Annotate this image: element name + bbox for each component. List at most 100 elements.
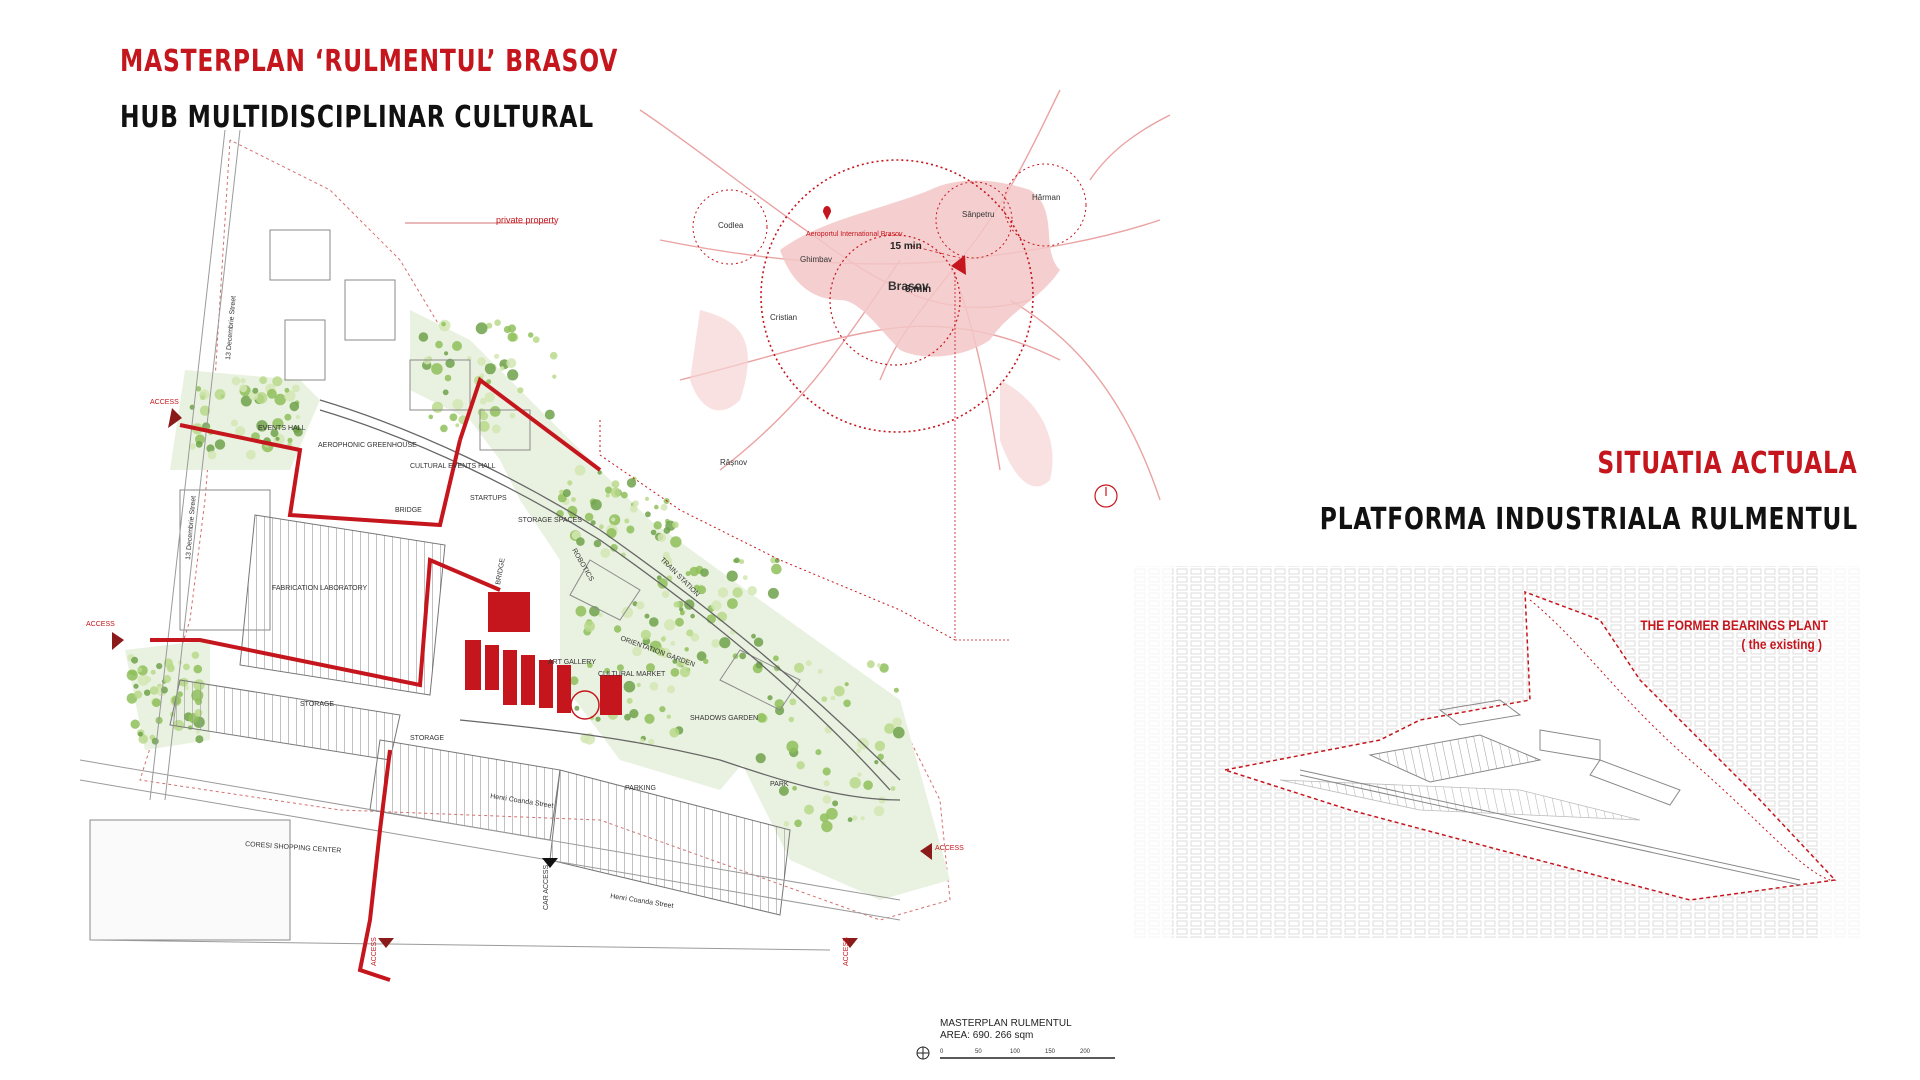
tree-dot (272, 418, 284, 430)
tree-dot (235, 426, 246, 437)
tree-dot (681, 657, 691, 667)
access-label-s1: ACCESS (371, 937, 378, 966)
access-label-e: ACCESS (935, 845, 964, 852)
street-label-decembrie-top: 13 Decembrie Street (225, 296, 238, 361)
tree-dot (662, 556, 673, 567)
tree-dot (703, 658, 709, 664)
tree-dot (569, 676, 579, 686)
tree-dot (717, 587, 729, 598)
tree-dot (667, 685, 675, 694)
tree-dot (654, 504, 659, 510)
tree-dot (623, 680, 636, 693)
tree-dot (664, 619, 676, 631)
fabrication-hall (239, 514, 446, 696)
tree-dot (624, 518, 630, 524)
tree-dot (435, 340, 443, 349)
plant-boundary (1224, 590, 1837, 901)
tree-dot (275, 436, 280, 441)
tree-dot (860, 816, 865, 821)
tree-dot (726, 570, 738, 582)
tree-dot (747, 586, 757, 596)
tree-dot (805, 660, 812, 667)
tree-dot (517, 387, 524, 394)
tree-dot (685, 571, 691, 577)
zone-cultural-events: CULTURAL EVENTS HALL (410, 463, 496, 470)
tree-dot (771, 563, 782, 575)
tree-dot (605, 486, 613, 494)
tree-dot (792, 785, 797, 791)
tree-dot (673, 601, 680, 608)
tree-dot (755, 753, 766, 764)
tree-dot (230, 419, 238, 427)
tree-dot (700, 568, 709, 577)
tree-dot (884, 723, 895, 734)
access-arrows (112, 408, 932, 948)
tree-dot (239, 384, 248, 393)
tree-dot (684, 647, 689, 652)
tree-dot (134, 690, 143, 699)
tree-dot (590, 499, 602, 511)
tree-dot (727, 598, 738, 609)
tree-dot (742, 575, 748, 581)
tree-dot (689, 566, 699, 577)
parking-area (549, 769, 791, 916)
tree-dot (137, 667, 143, 673)
cultural-core (465, 592, 622, 715)
tree-dot (626, 478, 637, 488)
tree-dot (584, 512, 594, 522)
tree-dot (877, 753, 884, 760)
tree-dot (292, 384, 300, 393)
tree-dot (661, 590, 670, 598)
tree-dot (272, 376, 283, 387)
tree-dot (207, 450, 217, 460)
tree-dot (610, 544, 618, 552)
time-8-label: 8 min (905, 284, 931, 295)
tree-dot (632, 500, 639, 507)
access-routes (150, 376, 602, 982)
tree-dot (819, 813, 830, 823)
tree-dot (593, 539, 602, 548)
tree-dot (156, 663, 163, 670)
tree-dot (440, 424, 448, 433)
tree-dot (252, 387, 259, 394)
tree-dot (556, 510, 564, 518)
tree-dot (826, 807, 838, 820)
tree-dot (231, 376, 241, 386)
tree-dot (567, 480, 573, 486)
access-label-w: ACCESS (86, 621, 115, 628)
tree-dot (183, 663, 190, 671)
tree-dot (690, 613, 695, 619)
tree-dot (624, 713, 631, 721)
zone-storage-spaces: STORAGE SPACES (518, 517, 582, 524)
tree-dot (650, 529, 657, 536)
tree-dot (690, 633, 700, 642)
tree-dot (195, 440, 203, 448)
tree-dot (644, 613, 650, 619)
town-codlea: Codlea (718, 221, 744, 230)
tree-dot (452, 398, 464, 410)
scale-title: MASTERPLAN RULMENTUL (940, 1018, 1072, 1029)
existing-axonometric: THE FORMER BEARINGS PLANT ( the existing… (1132, 566, 1860, 938)
tree-dot (832, 800, 839, 807)
town-rasnov: Râșnov (720, 458, 747, 467)
tree-dot (137, 731, 143, 737)
tree-dot (256, 420, 268, 432)
tree-dots (126, 319, 905, 833)
urban-area-brasov (780, 180, 1060, 357)
tree-dot (200, 395, 206, 401)
tree-dot (711, 639, 720, 648)
tree-dot (863, 780, 873, 790)
zone-parking: PARKING (625, 785, 656, 792)
tree-dot (503, 325, 511, 334)
tree-dot (475, 322, 488, 335)
tree-dot (606, 528, 617, 539)
tree-dot (788, 716, 795, 723)
time-15-label: 15 min (890, 241, 922, 252)
zone-startups: STARTUPS (470, 495, 507, 502)
tree-dot (604, 667, 610, 674)
scale-tick-50: 50 (975, 1049, 982, 1055)
tree-dot (274, 393, 287, 406)
plant-buildings (1299, 699, 1801, 886)
tree-dot (636, 682, 641, 688)
tree-dot (716, 611, 728, 622)
